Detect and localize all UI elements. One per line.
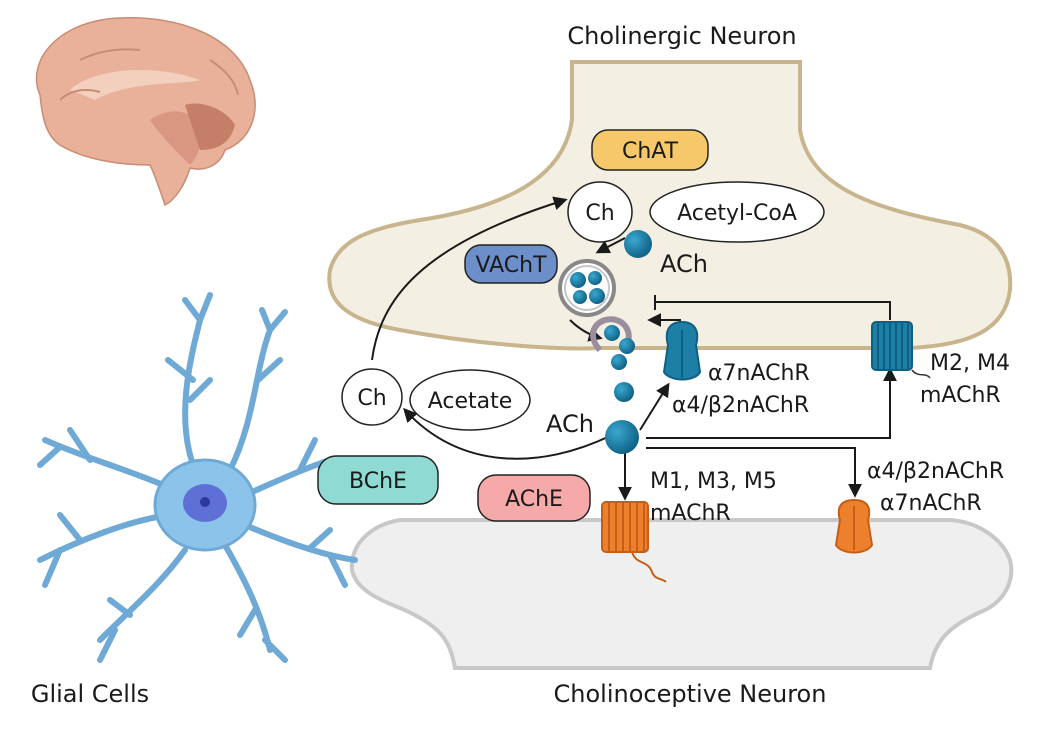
acetyl-coa: Acetyl-CoA [649,181,825,243]
vacht-transporter: VAChT [464,244,558,284]
acetate: Acetate [409,369,531,431]
presynaptic-muscarinic-receptor-icon [871,321,931,379]
ach-molecule-cleft-1 [614,382,634,402]
synaptic-vesicle [558,259,616,317]
vacht-label: VAChT [475,253,547,278]
postsyn-muscarinic-label-1: M1, M3, M5 [650,469,777,494]
choline-cleft: Ch [341,368,403,426]
choline-cleft-label: Ch [357,386,386,411]
postsyn-nicotinic-label-1: α4/β2nAChR [867,459,1004,484]
ache-label: AChE [505,487,563,512]
presyn-muscarinic-label-1: M2, M4 [930,351,1010,376]
ach-cleft-label: ACh [546,410,594,438]
presyn-muscarinic-label-2: mAChR [920,383,1001,408]
chat-label: ChAT [622,139,679,164]
ach-to-presyn-nicotinic-arrow [639,382,670,431]
presynaptic-nicotinic-receptor-icon [662,320,702,381]
acetate-label: Acetate [428,389,513,414]
ach-top-label: ACh [660,250,708,278]
acetyl-coa-label: Acetyl-CoA [677,201,797,226]
presyn-nicotinic-label-2: α4/β2nAChR [672,393,809,418]
title-cholinergic-neuron: Cholinergic Neuron [567,22,796,50]
glial-cell [37,292,358,663]
postsynaptic-muscarinic-receptor-icon [601,501,667,583]
fusing-vesicle [590,316,635,370]
presyn-nicotinic-label-1: α7nAChR [708,361,810,386]
bche-enzyme: BChE [317,455,439,505]
brain-icon [35,16,256,207]
postsyn-nicotinic-label-2: α7nAChR [880,491,982,516]
ach-to-postsyn-nicotinic-arrow [646,447,862,498]
ach-to-vesicle-arrow [595,237,626,254]
ach-hydrolysis-arrow [403,407,613,460]
choline-reuptake-arrow [371,196,568,361]
choline-top: Ch [567,181,633,243]
choline-top-label: Ch [585,201,614,226]
postsynaptic-neuron [349,518,1014,670]
title-cholinoceptive-neuron: Cholinoceptive Neuron [554,680,827,708]
ache-enzyme: AChE [477,474,591,522]
bche-label: BChE [349,469,407,494]
muscarinic-inhibition-line [654,295,891,320]
vesicle-release-arrow [569,319,603,342]
arrows [371,196,897,501]
chat-enzyme: ChAT [591,129,709,171]
title-glial-cells: Glial Cells [31,680,149,708]
ach-molecule-cleft-2 [605,420,639,454]
postsynaptic-nicotinic-receptor-icon [834,498,874,554]
ach-to-presyn-muscarinic-arrow [646,367,897,439]
ach-molecule-top [624,230,652,258]
postsyn-muscarinic-label-2: mAChR [650,501,731,526]
